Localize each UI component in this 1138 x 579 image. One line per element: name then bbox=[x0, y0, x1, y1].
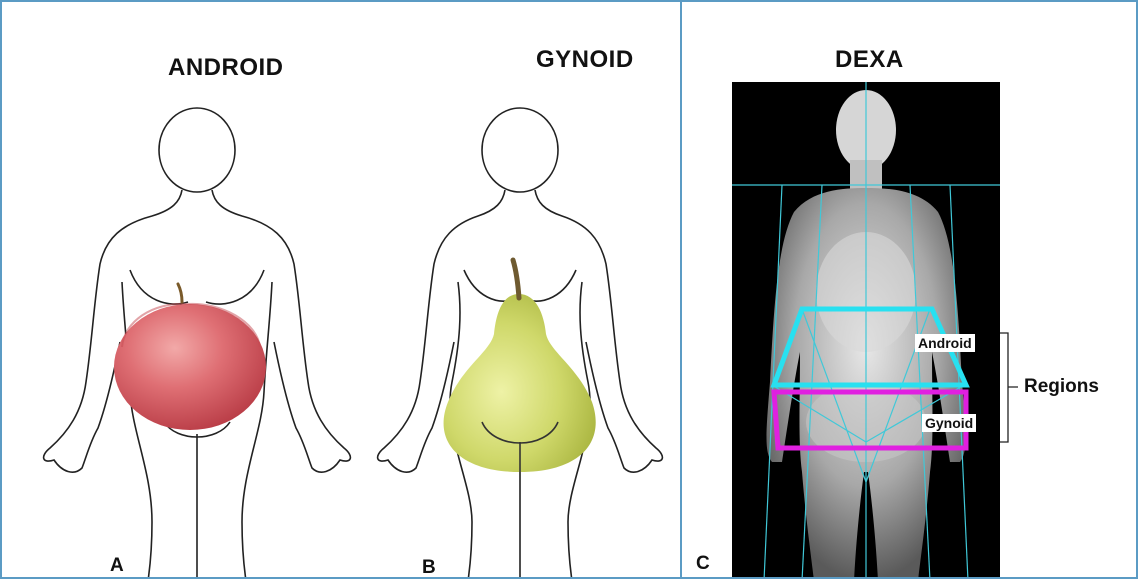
dexa-panel: DEXA Android Gynoid Regions C bbox=[680, 0, 1138, 579]
apple-icon bbox=[114, 284, 266, 430]
dexa-scan-image bbox=[682, 2, 1138, 579]
android-region-label: Android bbox=[915, 334, 975, 352]
gynoid-region-label: Gynoid bbox=[922, 414, 976, 432]
regions-label: Regions bbox=[1024, 376, 1099, 398]
regions-bracket bbox=[1000, 333, 1018, 442]
dexa-title: DEXA bbox=[835, 46, 904, 74]
gynoid-title: GYNOID bbox=[536, 46, 634, 74]
body-shape-panel: ANDROID GYNOID A B bbox=[0, 0, 682, 579]
panel-letter-c: C bbox=[696, 553, 710, 575]
android-title: ANDROID bbox=[168, 54, 284, 82]
panel-letter-a: A bbox=[110, 555, 124, 577]
pear-icon bbox=[444, 260, 596, 472]
body-shapes-illustration bbox=[2, 2, 682, 579]
panel-letter-b: B bbox=[422, 557, 436, 579]
